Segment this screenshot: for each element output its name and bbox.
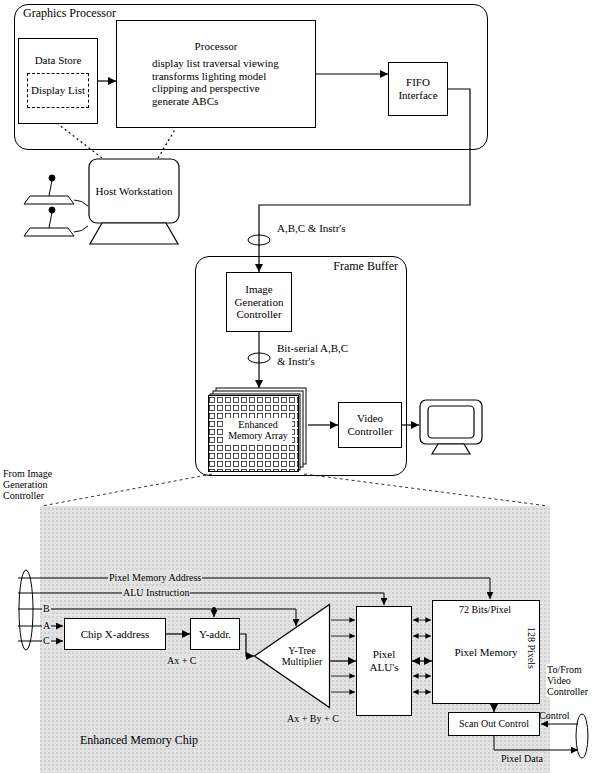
node-label: Y-Tree Multiplier xyxy=(254,645,330,668)
cable-bundle xyxy=(19,235,588,758)
joystick xyxy=(24,228,74,236)
flow-arrow xyxy=(258,332,259,388)
node-body: Display List xyxy=(27,73,89,108)
node-label: Host Workstation xyxy=(96,185,173,220)
memory-array: Enhanced Memory Array xyxy=(208,388,308,472)
joystick xyxy=(24,196,74,204)
node-label: Image Generation Controller xyxy=(230,283,288,321)
node-body: display list traversal viewing transform… xyxy=(152,57,280,108)
bit-arrows xyxy=(413,636,431,637)
edge-label: A,B,C & Instr's xyxy=(275,222,348,235)
node-label: Frame Buffer xyxy=(333,260,398,274)
monitor-outline xyxy=(89,159,179,223)
interface-box: FIFO Interface xyxy=(388,62,448,116)
cable-bundle xyxy=(576,714,588,758)
display-monitor xyxy=(428,406,474,438)
flow-arrow xyxy=(98,80,116,81)
process-box: Processor display list traversal viewing … xyxy=(116,20,316,128)
edge-label: Bit-serial A,B,C & Instr's xyxy=(275,342,361,367)
joystick xyxy=(49,175,55,181)
node-label: FIFO Interface xyxy=(392,76,444,101)
part-label: B xyxy=(42,603,51,614)
node-label: Graphics Processor xyxy=(23,7,116,21)
control-box: Scan Out Control xyxy=(448,712,540,736)
register-box: Chip X-address xyxy=(64,618,166,650)
multiplier-triangle: Y-Tree Multiplier xyxy=(254,604,330,708)
part-label: From Image Generation Controller xyxy=(2,468,68,501)
node-label: Y-addr. xyxy=(199,628,231,641)
flow-arrow xyxy=(316,73,388,74)
bus-line xyxy=(18,641,63,642)
node-label: Enhanced Memory Chip xyxy=(80,734,198,748)
node-label: Data Store xyxy=(35,54,82,67)
bus-line xyxy=(541,724,578,725)
node-label: Scan Out Control xyxy=(459,718,529,730)
part-label: C xyxy=(42,635,51,646)
controller-box: Video Controller xyxy=(338,402,402,448)
memory-box: Pixel Memory xyxy=(432,600,540,704)
chip-region: Enhanced Memory Chip Chip X-address Y-addr… xyxy=(40,506,550,773)
bus-line xyxy=(18,626,63,627)
bit-arrows xyxy=(331,676,355,677)
link-line xyxy=(158,128,176,158)
bit-arrows xyxy=(331,692,355,693)
processor-group: Graphics ProcessorData StoreDisplay List… xyxy=(14,4,488,150)
flow-arrow xyxy=(166,633,190,634)
zoom-line xyxy=(304,474,548,506)
joystick xyxy=(74,200,88,232)
zoom-line xyxy=(42,474,548,506)
video-arrow xyxy=(402,424,419,425)
bus-line xyxy=(18,578,578,750)
part-label: A xyxy=(42,620,51,631)
bit-arrows xyxy=(413,620,431,621)
flow-arrow xyxy=(412,660,432,661)
joystick xyxy=(49,180,52,196)
bus-line xyxy=(18,578,490,599)
monitor-base xyxy=(90,223,178,244)
flow-arrow xyxy=(308,424,338,425)
register-box: Y-addr. xyxy=(190,618,240,650)
bit-arrows xyxy=(331,620,355,621)
node-label: Enhanced Memory Array xyxy=(224,418,292,443)
chip-ground xyxy=(40,506,550,773)
bit-arrows xyxy=(413,692,431,693)
controller-box: Image Generation Controller xyxy=(226,272,292,332)
store-box: Data StoreDisplay List xyxy=(18,38,98,124)
joystick xyxy=(49,212,52,228)
part-label: Ax + By + C xyxy=(286,713,340,724)
display-monitor xyxy=(420,400,482,454)
part-label: To/From Video Controller xyxy=(546,664,598,697)
junction-dot xyxy=(212,607,216,611)
part-label: 72 Bits/Pixel xyxy=(458,604,512,615)
triangle-outline xyxy=(255,605,330,708)
node-label: Pixel ALU's xyxy=(360,648,408,673)
part-label: Pixel Data xyxy=(500,753,544,764)
node-label: Pixel Memory xyxy=(454,646,517,659)
joystick xyxy=(49,207,55,213)
part-label: ALU Instruction xyxy=(122,587,190,598)
link-line xyxy=(58,124,102,158)
alu-box: Pixel ALU's xyxy=(356,606,412,716)
node-label: Chip X-address xyxy=(81,628,150,641)
display-monitor xyxy=(432,444,470,454)
workstation-icon: Host Workstation xyxy=(88,158,180,246)
flow-arrow xyxy=(330,660,356,661)
cable-bundle xyxy=(19,570,33,650)
bus-line xyxy=(18,593,384,605)
node-label: Video Controller xyxy=(342,412,398,437)
chip-plate xyxy=(209,396,299,472)
part-label: Control xyxy=(538,710,571,721)
display-monitor xyxy=(420,400,482,444)
part-label: Ax + C xyxy=(166,655,198,666)
part-label: Pixel Memory Address xyxy=(108,572,202,583)
flow-arrow xyxy=(240,634,254,656)
joystick xyxy=(24,175,88,236)
part-label: 128 Pixels xyxy=(526,626,537,670)
node-label: Processor xyxy=(195,40,238,53)
bit-arrows xyxy=(331,636,355,637)
bit-arrows xyxy=(413,676,431,677)
bus-line xyxy=(494,736,578,750)
flow-arrow xyxy=(493,704,494,712)
